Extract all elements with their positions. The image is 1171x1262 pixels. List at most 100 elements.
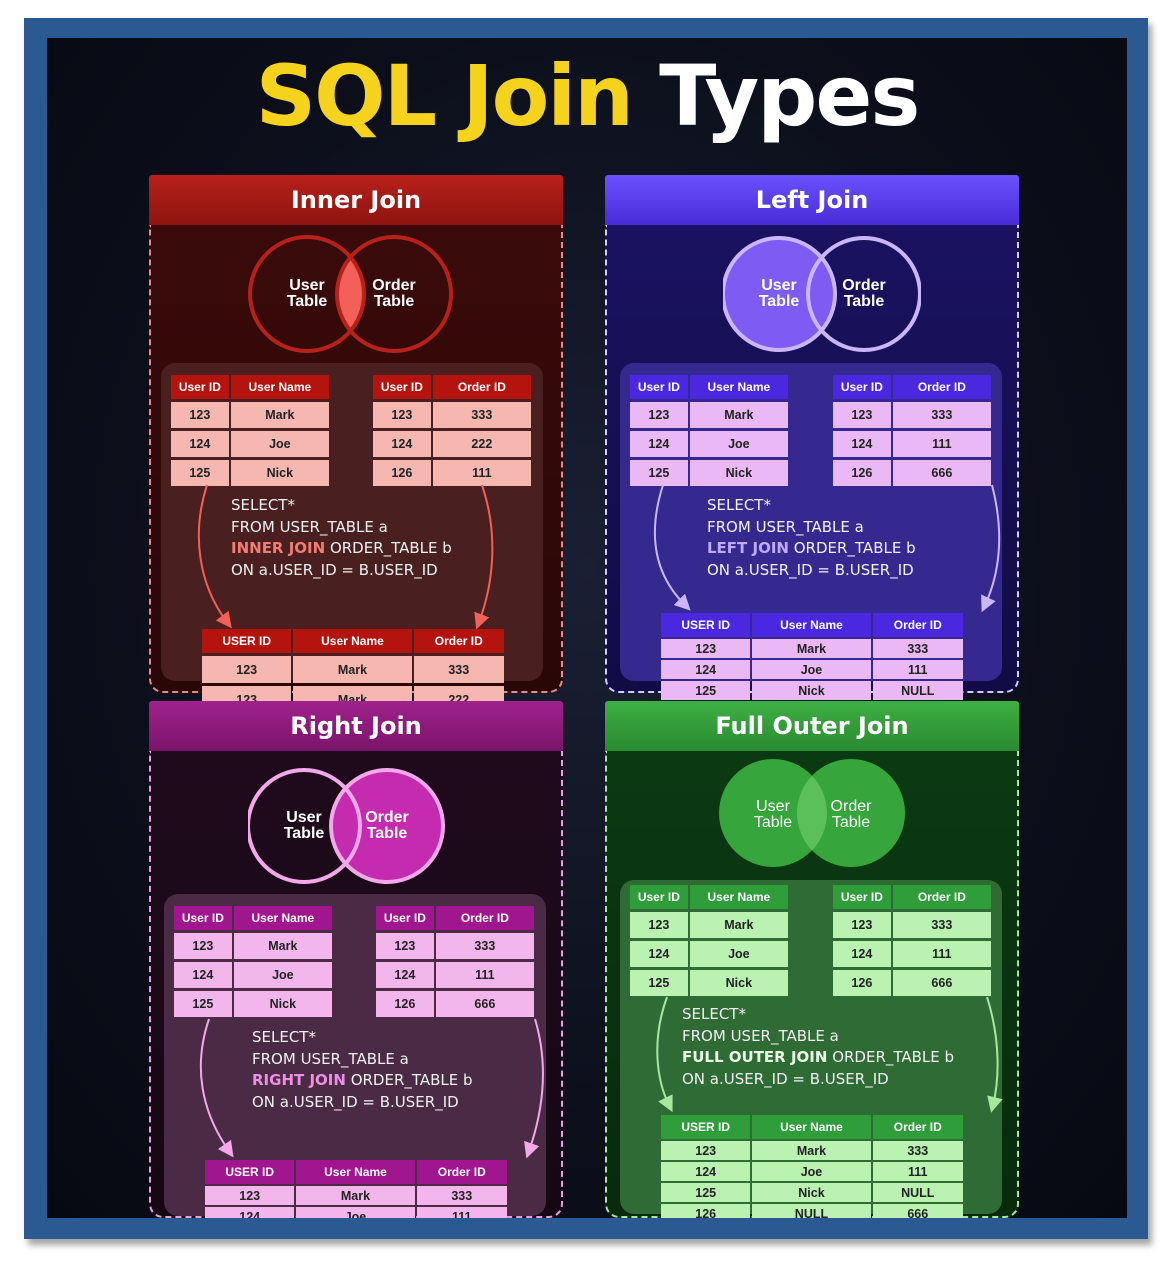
column-header: User Name	[293, 629, 412, 653]
sql-line-select: SELECT*	[707, 496, 771, 514]
table-cell: 111	[892, 431, 991, 457]
order-circle	[335, 235, 453, 353]
table-cell: Joe	[689, 941, 788, 967]
sql-join-keyword: FULL OUTER JOIN	[682, 1048, 828, 1066]
column-header: Order ID	[413, 629, 504, 653]
venn-circles	[723, 236, 921, 352]
table-cell: 123	[630, 402, 688, 428]
order-circle	[806, 236, 921, 352]
table-cell: Joe	[752, 660, 871, 679]
sql-line-select: SELECT*	[682, 1005, 746, 1023]
column-header: User ID	[833, 375, 891, 399]
sql-line-join: RIGHT JOIN ORDER_TABLE b	[252, 1071, 473, 1089]
table-cell: 333	[413, 656, 504, 683]
table-cell: Mark	[233, 933, 332, 959]
column-header: User ID	[373, 375, 431, 399]
table-cell: 123	[174, 933, 232, 959]
column-header: Order ID	[432, 375, 531, 399]
card-title: Inner Join	[149, 175, 563, 225]
title-part-1: SQL Join	[255, 47, 634, 145]
sql-line-from: FROM USER_TABLE a	[707, 517, 864, 536]
table-cell: 126	[373, 460, 431, 486]
table-cell: 666	[892, 460, 991, 486]
flow-arrows	[197, 484, 494, 630]
user-circle	[719, 759, 827, 867]
sql-line-join: FULL OUTER JOIN ORDER_TABLE b	[682, 1048, 955, 1066]
sql-line-on: ON a.USER_ID = B.USER_ID	[252, 1092, 459, 1111]
column-header: User ID	[833, 885, 891, 909]
sql-line-select: SELECT*	[231, 496, 295, 514]
table-cell: NULL	[752, 1204, 871, 1218]
sql-line-from: FROM USER_TABLE a	[231, 517, 388, 536]
table-cell: 123	[661, 1141, 751, 1160]
venn-circles	[248, 768, 445, 884]
sql-line-on: ON a.USER_ID = B.USER_ID	[231, 560, 438, 579]
table-cell: 124	[630, 431, 688, 457]
sql-join-keyword: RIGHT JOIN	[252, 1071, 346, 1089]
column-header: USER ID	[661, 613, 751, 637]
flow-arrows	[656, 996, 1003, 1113]
column-header: Order ID	[872, 1115, 963, 1139]
column-header: USER ID	[205, 1160, 295, 1184]
table-cell: 125	[171, 460, 229, 486]
sql-line-select: SELECT*	[252, 1028, 316, 1046]
sql-query: SELECT* FROM USER_TABLE a FULL OUTER JOI…	[682, 1004, 954, 1090]
table-cell: 125	[630, 460, 688, 486]
table-cell: 123	[661, 639, 751, 658]
table-cell: 125	[630, 970, 688, 996]
flow-arrows	[199, 1018, 544, 1159]
user-circle	[723, 236, 837, 352]
table-cell: 124	[661, 1162, 751, 1181]
table-cell: 123	[376, 933, 434, 959]
title-part-2: Types	[659, 47, 920, 145]
column-header: Order ID	[872, 613, 963, 637]
column-header: Order ID	[435, 906, 534, 930]
table-cell: 124	[833, 941, 891, 967]
table-cell: 125	[661, 681, 751, 700]
sql-line-join: INNER JOIN ORDER_TABLE b	[231, 539, 452, 557]
column-header: User Name	[752, 1115, 871, 1139]
user-circle-fill	[723, 238, 835, 350]
table-cell: 124	[661, 660, 751, 679]
table-cell: NULL	[872, 1183, 963, 1202]
table-cell: 126	[833, 970, 891, 996]
table-cell: 123	[833, 912, 891, 938]
table-cell: 124	[373, 431, 431, 457]
table-cell: Nick	[752, 681, 871, 700]
table-cell: 111	[892, 941, 991, 967]
column-header: User Name	[230, 375, 329, 399]
